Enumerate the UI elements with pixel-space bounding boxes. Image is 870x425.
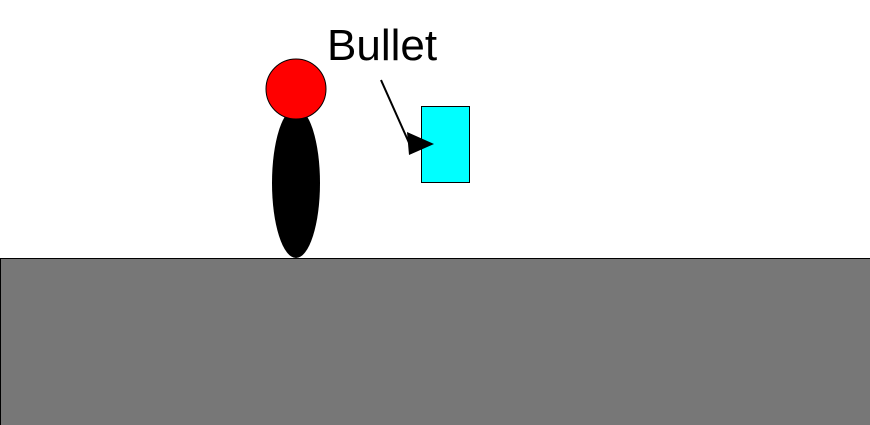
bullet-box <box>421 106 470 183</box>
callout-leader-line <box>380 79 411 146</box>
bullet-label: Bullet <box>327 21 437 70</box>
player-character <box>265 58 327 258</box>
ground-platform <box>0 258 870 425</box>
player-body <box>272 108 320 258</box>
bullet-arrowhead <box>407 132 434 155</box>
bullet-callout: Bullet <box>327 21 437 155</box>
player-head <box>265 58 327 120</box>
